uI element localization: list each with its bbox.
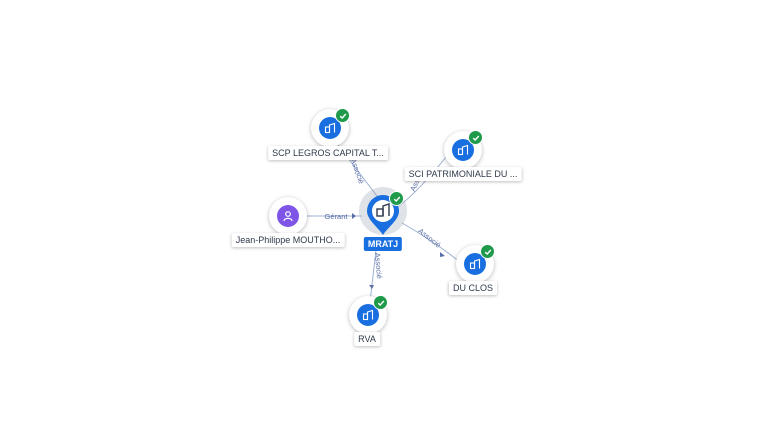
building-icon [357, 304, 379, 326]
node-label-duclos[interactable]: DU CLOS [448, 281, 498, 295]
center-node[interactable] [359, 187, 407, 237]
verified-check-icon [468, 130, 483, 145]
edge-arrow-rva [369, 285, 374, 289]
building-icon [464, 253, 486, 275]
verified-check-icon [389, 191, 404, 206]
edge-label-scp: Associé [349, 157, 366, 185]
node-label-rva[interactable]: RVA [354, 332, 380, 346]
map-pin-icon [367, 195, 399, 235]
edge-arrow-person [352, 213, 356, 219]
node-label-person[interactable]: Jean-Philippe MOUTHO... [231, 233, 345, 247]
edge-person-center: Gérant [306, 212, 362, 221]
edge-label-duclos: Associé [416, 226, 442, 249]
node-scp[interactable] [311, 108, 350, 147]
node-label-sci[interactable]: SCI PATRIMONIALE DU ... [404, 167, 522, 181]
verified-check-icon [373, 295, 388, 310]
center-node-label[interactable]: MRATJ [363, 237, 403, 251]
node-label-scp[interactable]: SCP LEGROS CAPITAL T... [268, 146, 388, 160]
building-icon [376, 203, 390, 217]
edge-center-duclos: Associé [401, 222, 461, 263]
edge-label-rva: Associé [373, 252, 384, 279]
node-person[interactable] [269, 197, 307, 235]
building-icon [319, 117, 341, 139]
edge-center-rva: Associé [369, 249, 384, 303]
node-rva[interactable] [349, 295, 388, 334]
edge-arrow-duclos [440, 252, 445, 257]
verified-check-icon [335, 108, 350, 123]
verified-check-icon [480, 244, 495, 259]
node-sci[interactable] [444, 130, 483, 169]
building-icon [452, 139, 474, 161]
person-icon [277, 205, 299, 227]
node-duclos[interactable] [456, 244, 495, 283]
edge-label-person: Gérant [325, 212, 349, 221]
